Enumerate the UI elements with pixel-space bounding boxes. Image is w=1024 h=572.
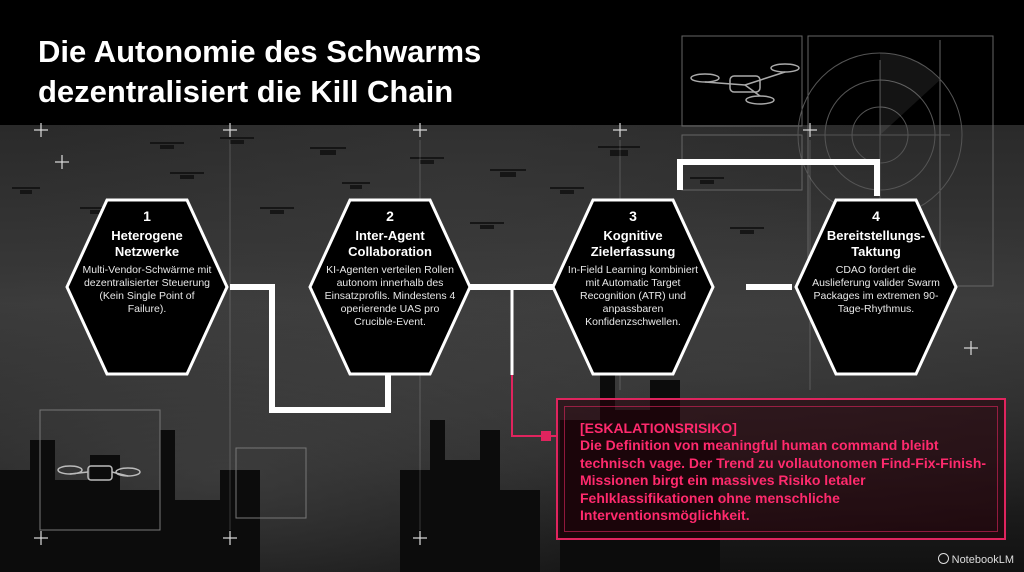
hexagon-4 [794,198,958,376]
step-description: CDAO fordert die Auslieferung valider Sw… [812,264,940,315]
step-description: In-Field Learning kombiniert mit Automat… [567,264,699,328]
drone-icon [220,137,254,144]
step-title: Heterogene Netzwerke [111,228,183,259]
step-description: Multi-Vendor-Schwärme mit dezentralisier… [82,264,212,315]
drone-icon [80,207,114,214]
step-number: 1 [143,208,151,224]
step-description: KI-Agenten verteilen Rollen autonom inne… [324,264,456,328]
hud-panel [39,409,307,531]
notebooklm-icon [937,553,949,564]
title-line-1: Die Autonomie des Schwarms [38,34,482,69]
step-number: 4 [872,208,880,224]
drone-icon [690,177,724,184]
risk-box [556,398,1006,540]
drone-icon [690,63,800,105]
drone-swarm [12,137,764,234]
page-title: Die Autonomie des Schwarms dezentralisie… [38,32,598,112]
risk-box-inner-border [564,406,998,532]
drone-icon [12,187,40,194]
badge-label: NotebookLM [951,554,1014,566]
drone-icon [310,147,346,155]
step-title: Kognitive Zielerfassung [590,228,676,259]
risk-connector-node [541,431,551,441]
drone-icon [57,465,141,481]
risk-label: [ESKALATIONSRISIKO] [580,420,737,436]
step-title: Inter-Agent Collaboration [348,228,432,259]
title-line-2: dezentralisiert die Kill Chain [38,74,454,109]
drone-icon [470,222,504,229]
step-2: 2 Inter-Agent Collaboration KI-Agenten v… [320,208,460,329]
step-1: 1 Heterogene Netzwerke Multi-Vendor-Schw… [82,208,212,316]
notebooklm-badge: NotebookLM [937,553,1014,566]
step-number: 2 [386,208,394,224]
drone-icon [170,172,204,179]
hexagon-2 [308,198,472,376]
drone-icon [598,146,640,156]
risk-text: Die Definition von meaningful human comm… [580,437,987,523]
crosshair-icon [34,123,978,545]
drone-icon [730,227,764,234]
step-3: 3 Kognitive Zielerfassung In-Field Learn… [562,208,704,329]
connector-path [230,159,880,413]
risk-connector [511,375,556,437]
step-number: 3 [629,208,637,224]
drone-icon [410,157,444,164]
drone-icon [260,207,294,214]
drone-icon [550,187,584,194]
drone-icon [490,169,526,177]
step-title: Bereitstellungs-Taktung [826,228,926,259]
drone-icon [342,182,370,189]
hexagon-1 [65,198,229,376]
hexagon-3 [551,198,715,376]
header-band [0,0,1024,130]
drone-icon [150,142,184,149]
step-4: 4 Bereitstellungs-Taktung CDAO fordert d… [808,208,944,316]
